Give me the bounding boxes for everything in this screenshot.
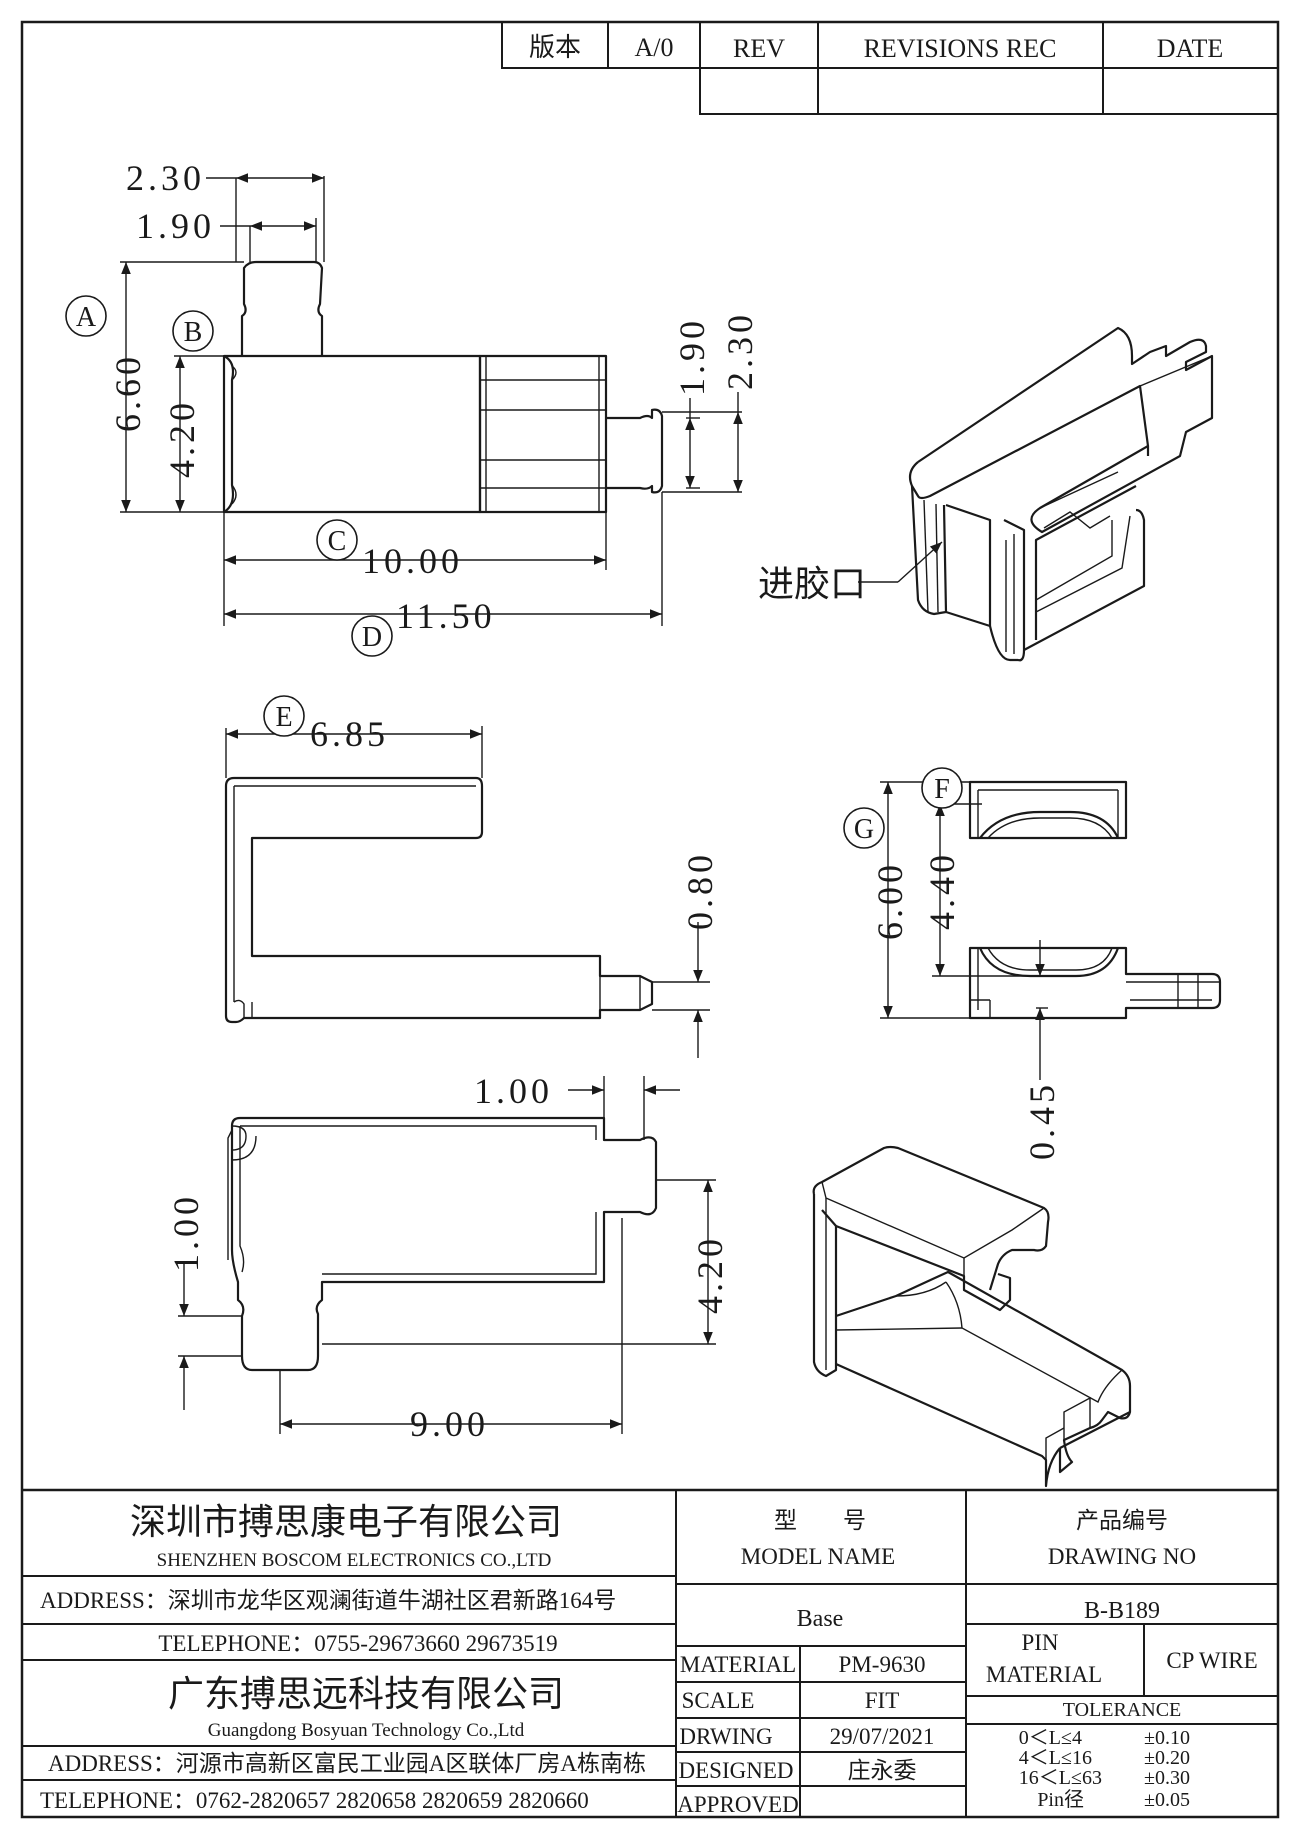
model-label-cn: 型 号: [774, 1508, 866, 1533]
revisions-label: REVISIONS REC: [864, 34, 1057, 63]
rev-label: REV: [733, 34, 785, 63]
dim-1-00-top: 1.00: [474, 1071, 553, 1111]
callout-e: [263, 695, 305, 737]
address1: ADDRESS：深圳市龙华区观澜街道牛湖社区君新路164号: [40, 1588, 616, 1613]
tolerance-value-2: ±0.20: [1144, 1747, 1190, 1769]
tolerance-range-4: Pin径: [1037, 1788, 1084, 1811]
drawing-no-label-en: DRAWING NO: [1048, 1544, 1196, 1569]
dim-4-40: 4.40: [922, 851, 962, 930]
callout-b-label: B: [184, 317, 203, 348]
dim-9-00: 9.00: [410, 1404, 489, 1444]
callout-f-label: F: [934, 774, 950, 805]
dim-4-20-bottom: 4.20: [690, 1235, 730, 1314]
side-view: [224, 776, 654, 1024]
tolerance-range-1: 0＜L≤4: [1019, 1727, 1082, 1749]
dim-4-20-left: 4.20: [162, 399, 202, 478]
drawing-date-value: 29/07/2021: [830, 1724, 935, 1749]
tolerance-value-1: ±0.10: [1144, 1727, 1190, 1749]
company2-cn: 广东搏思远科技有限公司: [168, 1674, 564, 1714]
bottom-view-dimensions: 1.00 1.00 4.20 9.00: [166, 1071, 730, 1444]
revision-table: 版本 A/0 REV REVISIONS REC DATE: [501, 21, 1279, 115]
bottom-view: [227, 1116, 658, 1372]
title-block: 深圳市搏思康电子有限公司 SHENZHEN BOSCOM ELECTRONICS…: [22, 1488, 1278, 1817]
callout-a: [65, 295, 107, 337]
company2-en: Guangdong Bosyuan Technology Co.,Ltd: [208, 1720, 525, 1741]
callout-g: [843, 807, 885, 849]
company1-en: SHENZHEN BOSCOM ELECTRONICS CO.,LTD: [157, 1550, 552, 1571]
callout-c: [316, 519, 358, 561]
callout-a-label: A: [76, 302, 97, 333]
model-value: Base: [797, 1606, 844, 1632]
dim-0-80: 0.80: [680, 851, 720, 930]
pin-value: CP WIRE: [1166, 1648, 1257, 1673]
date-label: DATE: [1157, 34, 1223, 63]
pin-label-2: MATERIAL: [986, 1662, 1102, 1687]
callout-d: [351, 615, 393, 657]
model-label-en: MODEL NAME: [741, 1544, 895, 1569]
callout-f: [921, 767, 963, 809]
dim-6-60: 6.60: [108, 353, 148, 432]
telephone1: TELEPHONE：0755-29673660 29673519: [158, 1631, 557, 1656]
designed-value: 庄永委: [848, 1758, 917, 1783]
dim-1-00-left: 1.00: [166, 1193, 206, 1272]
version-value: A/0: [635, 33, 674, 62]
material-value: PM-9630: [839, 1652, 926, 1677]
drawing-no-value: B-B189: [1084, 1598, 1160, 1624]
dim-2-30-right: 2.30: [720, 311, 760, 390]
dim-2-30-top: 2.30: [126, 158, 205, 198]
callout-g-label: G: [854, 814, 874, 845]
callouts: A B C D E F G: [65, 295, 963, 849]
top-view: [222, 260, 664, 514]
isometric-view-1: 进胶口: [758, 326, 1214, 662]
drawing-no-label-cn: 产品编号: [1076, 1508, 1168, 1533]
scale-value: FIT: [865, 1688, 900, 1713]
callout-d-label: D: [362, 622, 382, 653]
tolerance-range-2: 4＜L≤16: [1019, 1747, 1092, 1769]
side-view-dimensions: 6.85 0.80: [225, 714, 720, 1058]
callout-c-label: C: [328, 526, 347, 557]
company1-cn: 深圳市搏思康电子有限公司: [130, 1502, 562, 1542]
material-label: MATERIAL: [680, 1652, 796, 1677]
tolerance-range-3: 16＜L≤63: [1019, 1767, 1102, 1789]
end-view-dimensions: 6.00 4.40 0.45: [870, 781, 1062, 1160]
dim-0-45: 0.45: [1022, 1081, 1062, 1160]
gate-label: 进胶口: [758, 564, 866, 604]
callout-b: [172, 310, 214, 352]
drawing-label: DRWING: [679, 1724, 772, 1749]
version-label: 版本: [529, 33, 581, 62]
dim-1-90-right: 1.90: [672, 317, 712, 396]
dim-10-00: 10.00: [362, 541, 463, 581]
dim-1-90-top: 1.90: [136, 206, 215, 246]
telephone2: TELEPHONE：0762-2820657 2820658 2820659 2…: [40, 1788, 589, 1813]
scale-label: SCALE: [682, 1688, 755, 1713]
callout-e-label: E: [275, 702, 292, 733]
end-view: [968, 780, 1222, 1020]
dim-6-85: 6.85: [310, 714, 389, 754]
dim-11-50: 11.50: [396, 596, 496, 636]
dim-6-00: 6.00: [870, 861, 910, 940]
designed-label: DESIGNED: [679, 1758, 794, 1783]
pin-label-1: PIN: [1021, 1630, 1058, 1655]
tolerance-label: TOLERANCE: [1063, 1699, 1182, 1721]
tolerance-value-3: ±0.30: [1144, 1767, 1190, 1789]
isometric-view-2: [812, 1145, 1132, 1488]
top-view-dimensions: 2.30 1.90 6.60 4.20 10.00 11.50 1.90 2.3…: [108, 158, 760, 636]
tolerance-value-4: ±0.05: [1144, 1789, 1190, 1811]
approved-label: APPROVED: [677, 1792, 798, 1817]
address2: ADDRESS：河源市高新区富民工业园A区联体厂房A栋南栋: [48, 1751, 646, 1776]
